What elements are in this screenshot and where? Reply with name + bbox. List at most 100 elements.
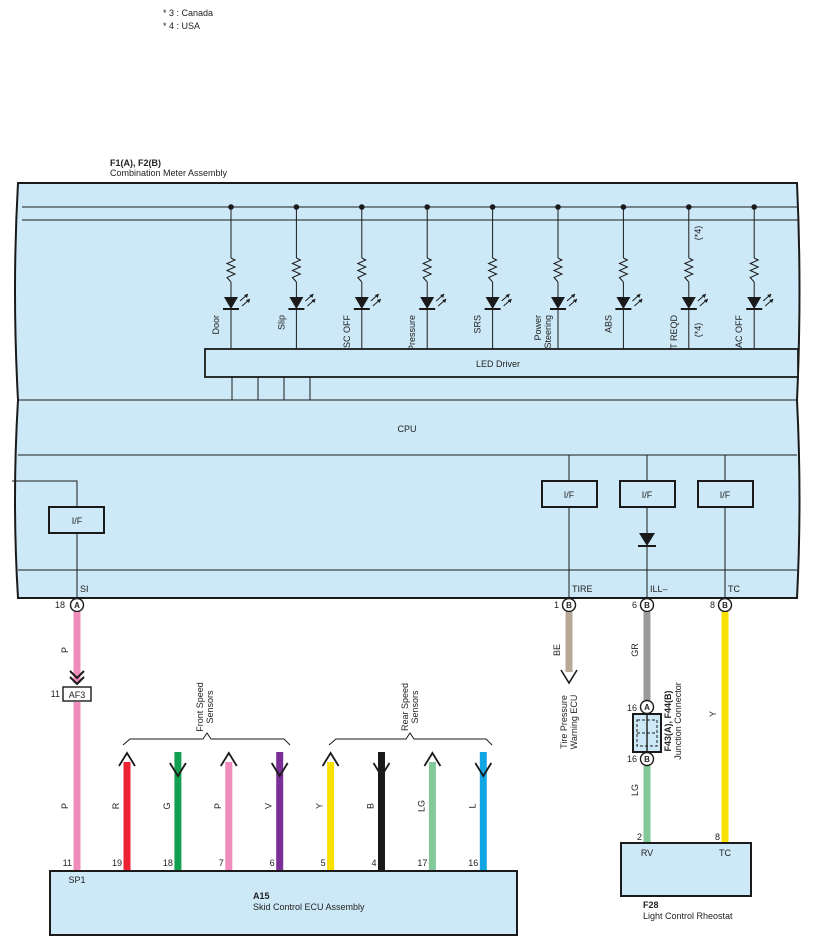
- arrow-down-icon: [474, 762, 493, 778]
- led-driver-block: [204, 348, 799, 378]
- indicator-maint-reqd: MAINT REQD: [669, 204, 709, 371]
- svg-text:I/F: I/F: [642, 490, 653, 500]
- svg-text:1: 1: [554, 600, 559, 610]
- svg-text:TC: TC: [719, 848, 731, 858]
- led-icon: [289, 297, 304, 309]
- pin-number: 6: [270, 858, 275, 868]
- indicator-trac-off: TRAC OFF: [734, 204, 774, 360]
- indicator-label: SRS: [473, 315, 483, 334]
- arrow-down-icon: [270, 762, 289, 778]
- sensor-wire-rl: B4RL–: [366, 752, 391, 885]
- indicator-label: Door: [211, 315, 221, 335]
- meter-name: Combination Meter Assembly: [110, 168, 228, 178]
- arrow-up-icon: [423, 751, 442, 767]
- wire-si: P P: [60, 612, 85, 871]
- tire-interface: I/F: [541, 455, 598, 598]
- led-icon: [616, 297, 631, 309]
- combination-meter-assembly: [14, 182, 801, 599]
- svg-text:I/F: I/F: [72, 516, 83, 526]
- svg-text:B: B: [566, 601, 572, 610]
- svg-text:P: P: [60, 647, 70, 653]
- resistor-icon: [421, 257, 433, 283]
- arrow-down-icon: [560, 669, 578, 685]
- svg-text:GR: GR: [630, 643, 640, 657]
- svg-text:6: 6: [632, 600, 637, 610]
- sensor-wire-fl: G18FL–: [162, 752, 187, 885]
- wire-color-label: L: [467, 803, 477, 808]
- led-icon: [485, 297, 500, 309]
- svg-text:B: B: [644, 601, 650, 610]
- note-usa: * 4 : USA: [163, 21, 200, 31]
- svg-text:18: 18: [55, 600, 65, 610]
- arrow-up-icon: [220, 751, 238, 767]
- led-to-cpu-lines: [231, 377, 311, 400]
- indicator-label: VSC OFF: [342, 315, 352, 355]
- sensor-wire-group: R19FL+G18FL–P7FR+V6FR–Y5RL+B4RL–LG17RR+L…: [111, 751, 493, 885]
- svg-text:8: 8: [710, 600, 715, 610]
- rear-sensors-label: Rear Speed Sensors: [328, 683, 493, 746]
- indicator-label: Steering: [543, 315, 553, 349]
- led-icon: [551, 297, 565, 309]
- svg-text:AF3: AF3: [69, 690, 86, 700]
- wire-color-label: V: [264, 803, 274, 809]
- pin-number: 17: [417, 858, 427, 868]
- sp1-terminal: SP1: [68, 875, 85, 885]
- indicator-label: TRAC OFF: [734, 315, 744, 360]
- resistor-icon: [487, 257, 498, 283]
- wire-color-label: P: [213, 803, 223, 809]
- skid-control-ecu: 11 SP1 A15 Skid Control ECU Assembly: [49, 858, 518, 936]
- pin-tire: 1 B: [554, 597, 577, 613]
- meter-code: F1(A), F2(B): [110, 158, 161, 168]
- indicator-label: Tire Pressure: [407, 315, 417, 369]
- resistor-icon: [356, 257, 368, 283]
- svg-text:2: 2: [637, 832, 642, 842]
- svg-text:B: B: [722, 601, 728, 610]
- note-canada: * 3 : Canada: [163, 8, 213, 18]
- svg-text:Light Control Rheostat: Light Control Rheostat: [643, 911, 733, 921]
- si-interface: I/F: [12, 480, 105, 598]
- svg-text:B: B: [644, 755, 650, 764]
- svg-text:I/F: I/F: [720, 490, 731, 500]
- arrow-down-icon: [372, 762, 391, 778]
- resistor-icon: [618, 257, 629, 283]
- pin-number: 5: [321, 858, 326, 868]
- led-icon: [681, 297, 696, 309]
- pin-number: 18: [163, 858, 173, 868]
- skid-ecu-name: Skid Control ECU Assembly: [253, 902, 365, 912]
- arrow-up-icon: [321, 751, 340, 767]
- indicator-abs: ABS: [603, 204, 643, 349]
- cpu-label: CPU: [397, 424, 416, 434]
- led-icon: [747, 297, 762, 309]
- resistor-icon: [552, 257, 564, 283]
- resistor-icon: [683, 257, 695, 283]
- front-sensors-label: Front Speed Sensors: [122, 682, 291, 746]
- svg-text:F43(A), F44(B): F43(A), F44(B): [663, 690, 673, 751]
- sensor-wire-fl: R19FL+: [111, 751, 136, 885]
- wire-tc: Y: [708, 612, 729, 843]
- junction-connector: 16 A 16 B F43(A), F44(B) Junction Connec…: [627, 682, 683, 767]
- resistor-icon: [225, 257, 237, 283]
- svg-text:A: A: [74, 601, 80, 610]
- terminal-si: SI: [80, 584, 89, 594]
- sp1-pin: 11: [63, 858, 72, 868]
- sensor-wire-fr: P7FR+: [213, 751, 238, 885]
- skid-ecu-code: A15: [253, 891, 270, 901]
- led-driver-label: LED Driver: [476, 359, 520, 369]
- terminal-ill: ILL–: [650, 584, 668, 594]
- connector-chevron-icon: [69, 670, 85, 686]
- pin-number: 16: [468, 858, 478, 868]
- tire-ecu-name-2: Warning ECU: [569, 695, 579, 750]
- svg-text:Sensors: Sensors: [205, 690, 215, 724]
- svg-text:11: 11: [51, 689, 60, 699]
- svg-text:LG: LG: [630, 784, 640, 796]
- resistor-icon: [748, 257, 760, 283]
- led-icon: [420, 297, 435, 309]
- svg-text:16: 16: [627, 754, 637, 764]
- pin-number: 19: [112, 858, 122, 868]
- svg-text:Rear Speed: Rear Speed: [400, 683, 410, 731]
- indicator-door: Door: [211, 204, 251, 349]
- indicator-vsc-off: VSC OFF: [342, 204, 382, 355]
